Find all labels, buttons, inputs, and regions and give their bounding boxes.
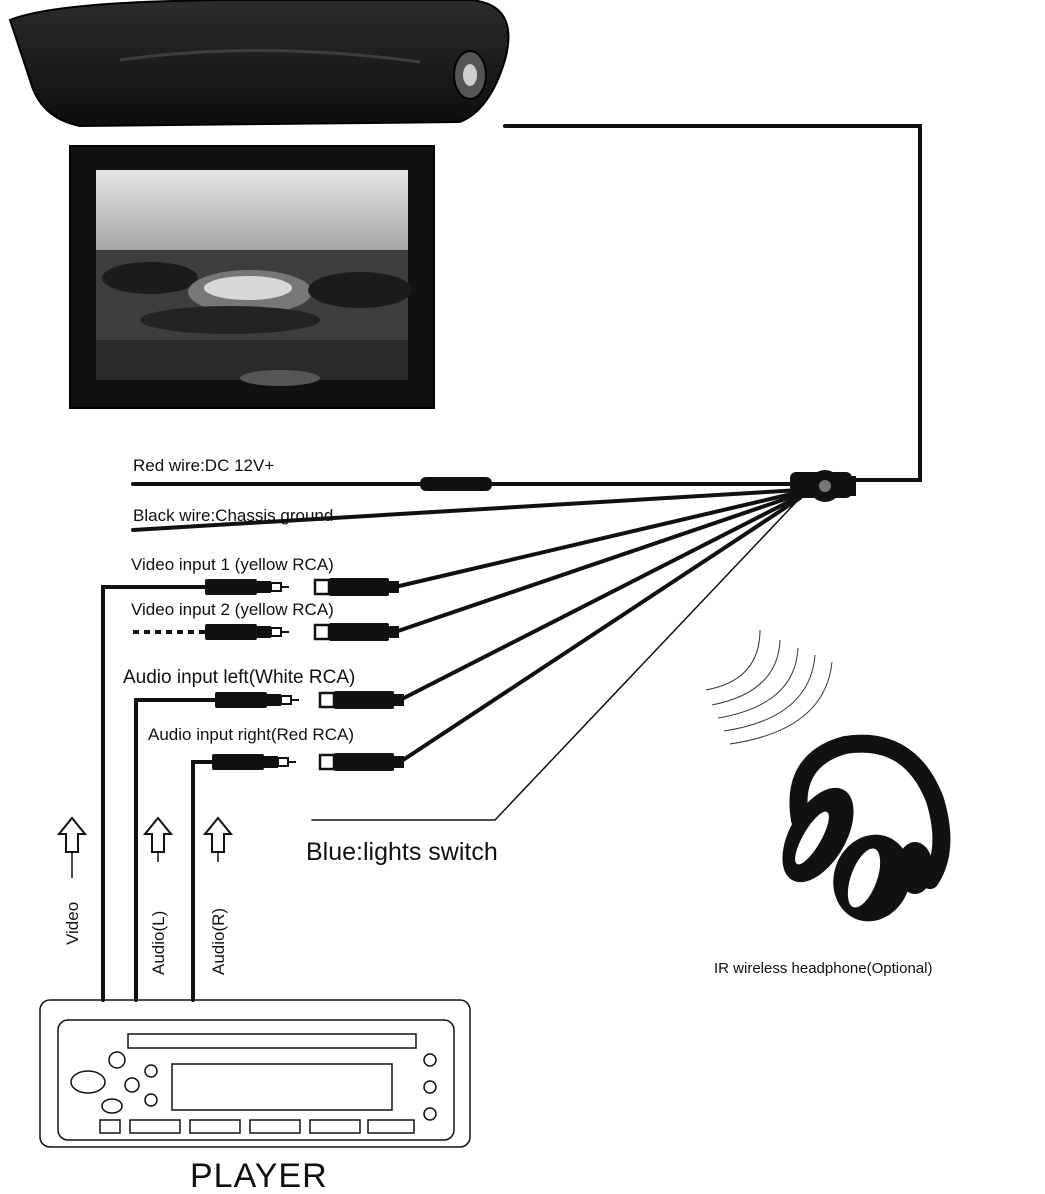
label-audio-left: Audio input left(White RCA) [123, 667, 355, 688]
player-cables [101, 585, 217, 1002]
label-signal-audio-l: Audio(L) [149, 911, 168, 975]
label-blue-wire: Blue:lights switch [306, 838, 498, 866]
headphone-icon [782, 734, 951, 922]
monitor-icon [8, 0, 510, 409]
label-signal-video: Video [63, 902, 82, 945]
label-headphone: IR wireless headphone(Optional) [714, 960, 932, 977]
ir-signal-icon [705, 629, 833, 745]
fuse-holder [420, 477, 492, 491]
up-arrow-icon [56, 816, 234, 853]
car-stereo-icon [39, 999, 471, 1148]
harness [131, 124, 922, 821]
label-player: PLAYER [190, 1157, 328, 1194]
label-black-wire: Black wire:Chassis ground [133, 506, 333, 525]
monitor-housing [8, 0, 510, 128]
label-audio-right: Audio input right(Red RCA) [148, 725, 354, 744]
label-video-input-1: Video input 1 (yellow RCA) [131, 555, 334, 574]
label-video-input-2: Video input 2 (yellow RCA) [131, 600, 334, 619]
label-red-wire: Red wire:DC 12V+ [133, 456, 274, 475]
screen-scene [96, 250, 412, 386]
label-signal-audio-r: Audio(R) [209, 908, 228, 975]
